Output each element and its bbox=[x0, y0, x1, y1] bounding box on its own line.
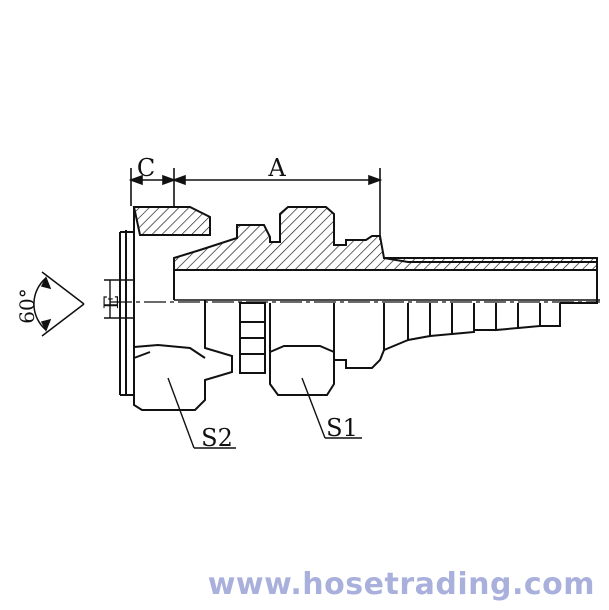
e-dimension bbox=[104, 279, 134, 319]
leader-lines bbox=[167, 377, 362, 449]
dimension-lines bbox=[128, 168, 383, 240]
hex-s2-label: S2 bbox=[201, 424, 233, 452]
section-hatched bbox=[132, 206, 598, 271]
angle-label: 60° bbox=[15, 288, 39, 323]
angle-indicator bbox=[33, 271, 85, 337]
hex-s1-label: S1 bbox=[326, 414, 358, 442]
dim-c-label: C bbox=[137, 154, 155, 182]
dim-a-label: A bbox=[267, 154, 286, 182]
watermark: www.hosetrading.com bbox=[207, 567, 595, 602]
dim-e-label: E bbox=[99, 295, 123, 310]
fitting-outline bbox=[119, 207, 598, 411]
